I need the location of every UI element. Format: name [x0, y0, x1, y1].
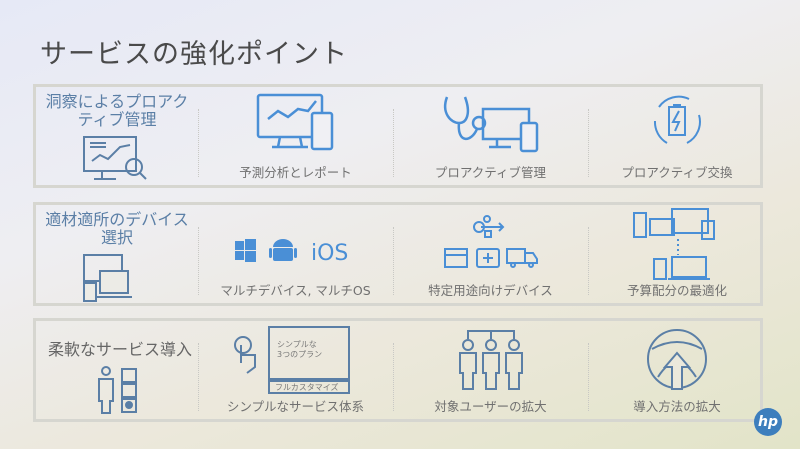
item-label: シンプルなサービス体系 — [226, 399, 365, 414]
item-label: 対象ユーザーの拡大 — [434, 399, 547, 414]
ios-logo-text: iOS — [311, 241, 348, 266]
touch-plan-icon: シンプルな 3つのプラン フルカスタマイズ — [233, 326, 350, 394]
row-proactive-management: 洞察によるプロアクティブ管理 予測分析とレポート プロアクティブ管理 プロアクテ… — [33, 84, 763, 188]
row-heading: 柔軟なサービス導入 — [48, 340, 193, 359]
plan-custom-text: フルカスタマイズ — [275, 382, 339, 392]
item-label: プロアクティブ交換 — [621, 165, 733, 180]
item-proactive-management: プロアクティブ管理 — [393, 87, 588, 185]
item-simple-service: シンプルな 3つのプラン フルカスタマイズ シンプルなサービス体系 — [198, 321, 393, 419]
item-purpose-devices: 特定用途向けデバイス — [393, 205, 588, 303]
row-heading: 洞察によるプロアクティブ管理 — [45, 92, 189, 129]
person-options-icon — [98, 366, 137, 414]
divider — [393, 109, 394, 177]
device-allocation-icon — [633, 208, 715, 280]
divider — [198, 343, 199, 411]
item-label: マルチデバイス, マルチOS — [220, 283, 371, 298]
divider — [588, 227, 589, 295]
item-user-expansion: 対象ユーザーの拡大 — [393, 321, 588, 419]
item-deployment-expansion: 導入方法の拡大 — [588, 321, 766, 419]
divider — [393, 343, 394, 411]
stethoscope-devices-icon — [443, 96, 538, 153]
item-proactive-replacement: プロアクティブ交換 — [588, 87, 766, 185]
row-device-selection: 適材適所のデバイス選択 iOS マルチデバイス, マルチOS 特定用途向けデバイ… — [33, 202, 763, 306]
battery-cycle-icon — [653, 95, 701, 144]
android-logo-icon — [268, 239, 297, 261]
divider — [198, 109, 199, 177]
item-multi-device-os: iOS マルチデバイス, マルチOS — [198, 205, 393, 303]
slide-title: サービスの強化ポイント — [40, 39, 348, 70]
hand-touch-icon — [233, 336, 256, 374]
row-flexible-service: 柔軟なサービス導入 シンプルな 3つのプラン フルカスタマイズ シンプルなサービ… — [33, 318, 763, 422]
item-label: 導入方法の拡大 — [633, 399, 721, 414]
divider — [198, 227, 199, 295]
item-predictive-report: 予測分析とレポート — [198, 87, 393, 185]
globe-arrow-icon — [647, 329, 707, 390]
item-label: 特定用途向けデバイス — [428, 283, 553, 298]
plan-text-line2: 3つのプラン — [277, 350, 322, 359]
item-label: 予算配分の最適化 — [626, 283, 727, 298]
divider — [588, 109, 589, 177]
windows-logo-icon — [234, 239, 256, 262]
monitor-phone-chart-icon — [256, 93, 333, 151]
item-label: プロアクティブ管理 — [434, 165, 547, 180]
divider — [393, 227, 394, 295]
windows-android-ios-icon: iOS — [234, 239, 348, 266]
usb-store-medical-truck-icon — [443, 215, 538, 268]
row-heading: 適材適所のデバイス選択 — [45, 210, 189, 247]
plan-text-line1: シンプルな — [277, 340, 317, 349]
item-budget-optimization: 予算配分の最適化 — [588, 205, 766, 303]
hp-logo: hp — [754, 408, 782, 436]
multi-device-icon — [83, 254, 132, 302]
user-group-icon — [458, 330, 523, 390]
item-label: 予測分析とレポート — [239, 165, 352, 180]
divider — [588, 343, 589, 411]
analytics-monitor-magnifier-icon — [83, 136, 147, 180]
